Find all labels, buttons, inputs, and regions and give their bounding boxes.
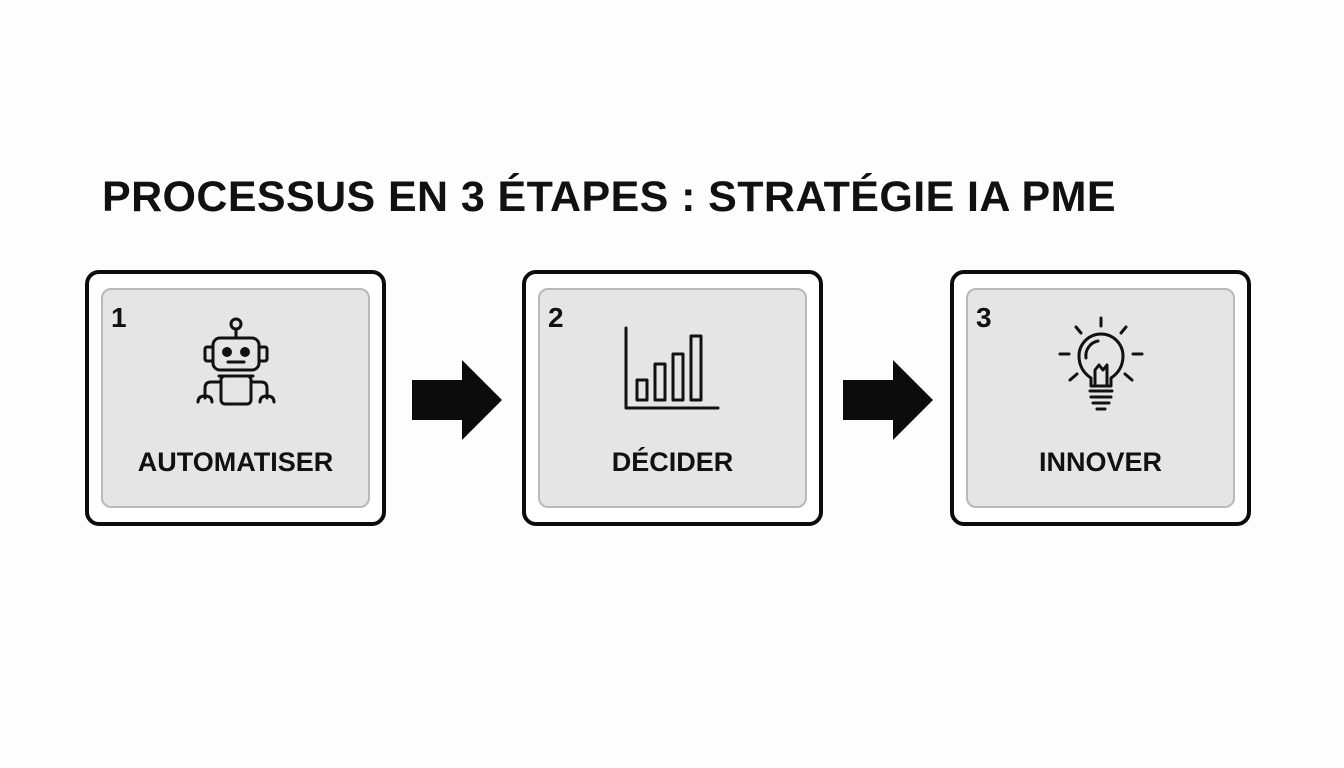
lightbulb-icon	[1058, 316, 1143, 411]
bar-chart-icon	[624, 326, 719, 410]
step-3-label: INNOVER	[1038, 447, 1163, 477]
step-2-card: 2 DÉCIDER	[522, 270, 823, 526]
step-1-number: 1	[111, 302, 127, 333]
step-2-label: DÉCIDER	[611, 447, 734, 477]
step-2-number: 2	[548, 302, 564, 333]
robot-icon	[196, 317, 275, 406]
step-1-panel	[101, 288, 370, 508]
arrow-right-icon	[412, 360, 502, 440]
arrow-right-icon	[843, 360, 933, 440]
diagram-title: PROCESSUS EN 3 ÉTAPES : STRATÉGIE IA PME	[102, 173, 1116, 221]
step-3-number: 3	[976, 302, 992, 333]
step-1-label: AUTOMATISER	[137, 447, 334, 477]
step-1-card: 1 AUTOMATISER	[85, 270, 386, 526]
step-3-card: 3 INNOVER	[950, 270, 1251, 526]
